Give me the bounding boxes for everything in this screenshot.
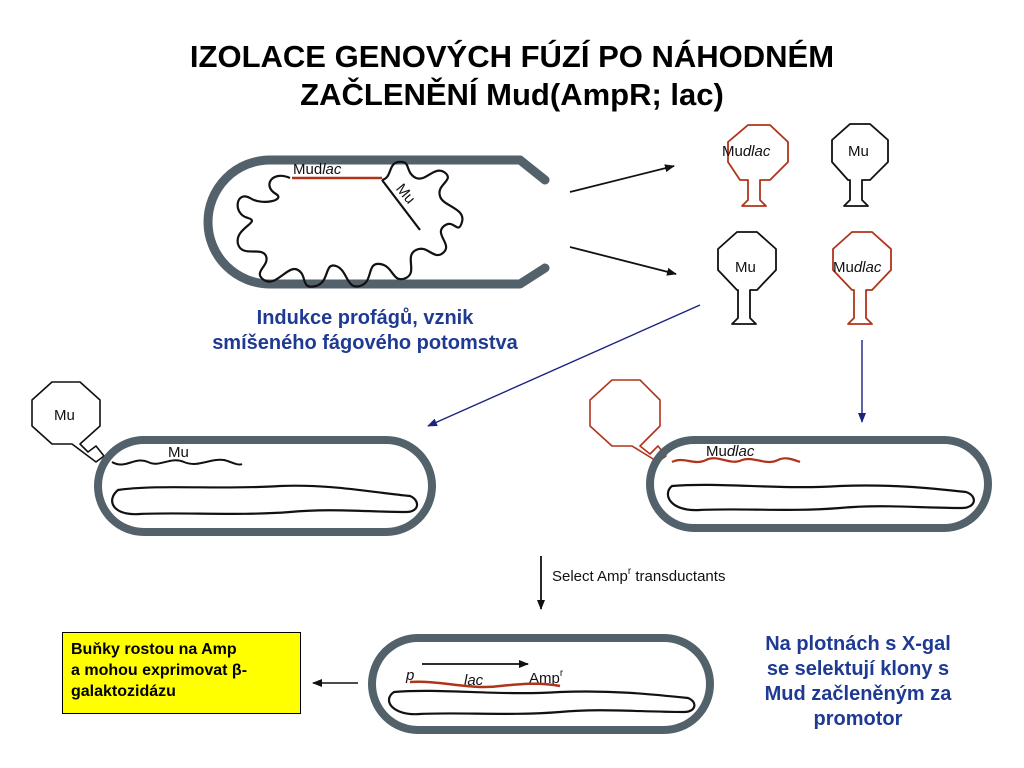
plate-note-line-1: Na plotnách s X-gal — [765, 633, 951, 655]
phage-mu-bottom-left: Mu — [717, 231, 777, 325]
arrow-to-phages-bottom — [569, 246, 677, 276]
bottom-cell: p lac Ampr — [368, 634, 714, 734]
plate-note-line-4: promotor — [813, 708, 903, 730]
title-line-2: ZAČLENĚNÍ Mud(AmpR; lac) — [300, 77, 724, 112]
phage-label-mu-bottom: Mu — [735, 259, 756, 276]
left-cell-phage — [31, 381, 105, 463]
right-cell-phage — [589, 379, 667, 463]
yellow-note-line-3: galaktozidázu — [71, 683, 176, 700]
yellow-note-line-2: a mohou exprimovat β- — [71, 662, 248, 679]
right-cell: Mudlac — [589, 379, 992, 532]
left-cell-mu-dna — [111, 458, 243, 466]
phage-mudlac-top-left: Mudlac — [722, 124, 789, 207]
top-bacterium-envelope — [203, 155, 550, 289]
right-cell-envelope — [646, 436, 992, 532]
arrow-to-phages-top — [569, 164, 675, 193]
left-cell: Mu Mu — [31, 381, 436, 536]
mud-insert-bottom — [409, 680, 561, 689]
phage-mu-shape — [831, 123, 889, 207]
top-chromosome — [236, 160, 464, 288]
induction-note: Indukce profágů, vznik smíšeného fágovéh… — [150, 306, 580, 356]
mudlac-label-top: Mudlac — [293, 161, 342, 178]
promoter-label: p — [405, 667, 414, 684]
left-cell-phage-label: Mu — [54, 407, 75, 424]
left-cell-chromosome — [111, 484, 419, 516]
phage-label-mudlac-top: Mudlac — [722, 143, 771, 160]
bottom-cell-envelope — [368, 634, 714, 734]
right-cell-chromosome — [666, 483, 975, 512]
phage-mudlac-shape — [727, 124, 789, 207]
phage-label-mu-top: Mu — [848, 143, 869, 160]
top-bacterium-opening — [515, 155, 550, 185]
phage-mu-top-right: Mu — [831, 123, 889, 207]
page-title: IZOLACE GENOVÝCH FÚZÍ PO NÁHODNÉM ZAČLEN… — [0, 38, 1024, 114]
yellow-note: Buňky rostou na Amp a mohou exprimovat β… — [62, 632, 301, 714]
induction-note-line-2: smíšeného fágového potomstva — [212, 332, 518, 354]
phage-mu-shape — [717, 231, 777, 325]
induction-note-line-1: Indukce profágů, vznik — [256, 307, 474, 329]
plate-note-line-3: Mud začleněným za — [764, 683, 952, 705]
plate-note: Na plotnách s X-gal se selektují klony s… — [722, 632, 994, 732]
phage-mudlac-shape — [832, 231, 892, 325]
mu-segment-top — [381, 179, 421, 231]
mu-label-top: Mu — [392, 180, 418, 207]
phage-label-mudlac-bottom: Mudlac — [833, 259, 882, 276]
left-cell-envelope — [94, 436, 436, 536]
blue-arrow-to-left-cell — [427, 304, 701, 427]
select-label: Select Ampr transductants — [552, 566, 725, 585]
right-cell-mudlac-label: Mudlac — [706, 443, 755, 460]
bottom-cell-chromosome — [387, 689, 696, 716]
plate-note-line-2: se selektují klony s — [766, 658, 950, 680]
lac-label: lac — [464, 672, 484, 689]
title-line-1: IZOLACE GENOVÝCH FÚZÍ PO NÁHODNÉM — [189, 39, 835, 74]
phage-mudlac-bottom-right: Mudlac — [832, 231, 892, 325]
yellow-note-line-1: Buňky rostou na Amp — [71, 641, 237, 658]
left-cell-mu-label: Mu — [168, 444, 189, 461]
top-bacterium: Mudlac Mu — [203, 155, 550, 289]
right-cell-mudlac-dna — [671, 457, 801, 464]
